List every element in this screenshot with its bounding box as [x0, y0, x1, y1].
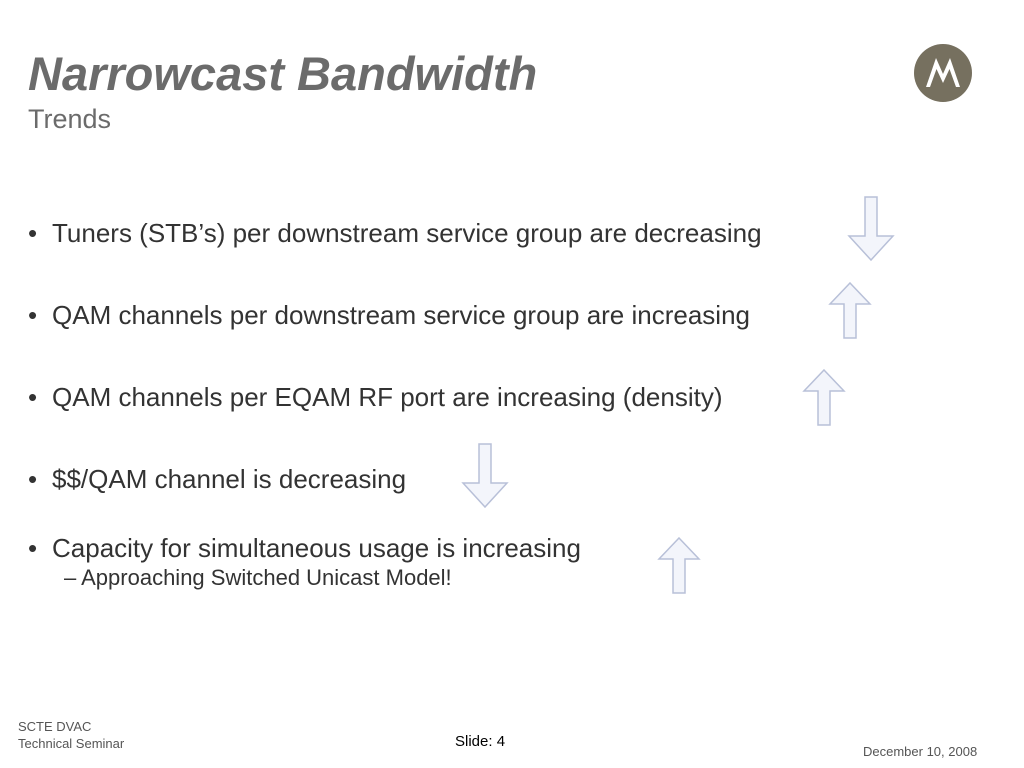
arrow-up-icon [828, 282, 872, 339]
slide-subtitle: Trends [28, 104, 112, 134]
footer-organization: SCTE DVAC Technical Seminar [18, 718, 124, 752]
motorola-logo-icon [914, 44, 972, 102]
bullet-marker: • [28, 382, 38, 412]
bullet-item-qam-eqam-port: • QAM channels per EQAM RF port are incre… [28, 384, 722, 410]
bullet-text: QAM channels per EQAM RF port are increa… [52, 382, 723, 412]
slide-title: Narrowcast Bandwidth [28, 47, 538, 100]
sub-bullet-switched-unicast: – Approaching Switched Unicast Model! [64, 565, 452, 590]
arrow-down-icon [847, 196, 895, 262]
bullet-marker: • [28, 218, 38, 248]
bullet-marker: • [28, 300, 38, 330]
bullet-item-tuners: • Tuners (STB’s) per downstream service g… [28, 220, 762, 246]
bullet-text: Tuners (STB’s) per downstream service gr… [52, 218, 762, 248]
footer-org-line-1: SCTE DVAC [18, 719, 92, 734]
bullet-item-cost-per-qam: • $$/QAM channel is decreasing [28, 466, 406, 492]
bullet-text: Capacity for simultaneous usage is incre… [52, 533, 581, 563]
bullet-marker: • [28, 464, 38, 494]
bullet-marker: • [28, 533, 38, 563]
arrow-up-icon [657, 537, 701, 594]
bullet-text: QAM channels per downstream service grou… [52, 300, 751, 330]
bullet-text: $$/QAM channel is decreasing [52, 464, 407, 494]
slide-number: Slide: 4 [455, 733, 506, 750]
arrow-up-icon [802, 369, 846, 426]
footer-date: December 10, 2008 [863, 744, 978, 759]
arrow-down-icon [461, 443, 509, 509]
footer-org-line-2: Technical Seminar [18, 736, 125, 751]
bullet-item-qam-service-group: • QAM channels per downstream service gro… [28, 302, 750, 328]
bullet-item-capacity: • Capacity for simultaneous usage is incr… [28, 535, 581, 561]
